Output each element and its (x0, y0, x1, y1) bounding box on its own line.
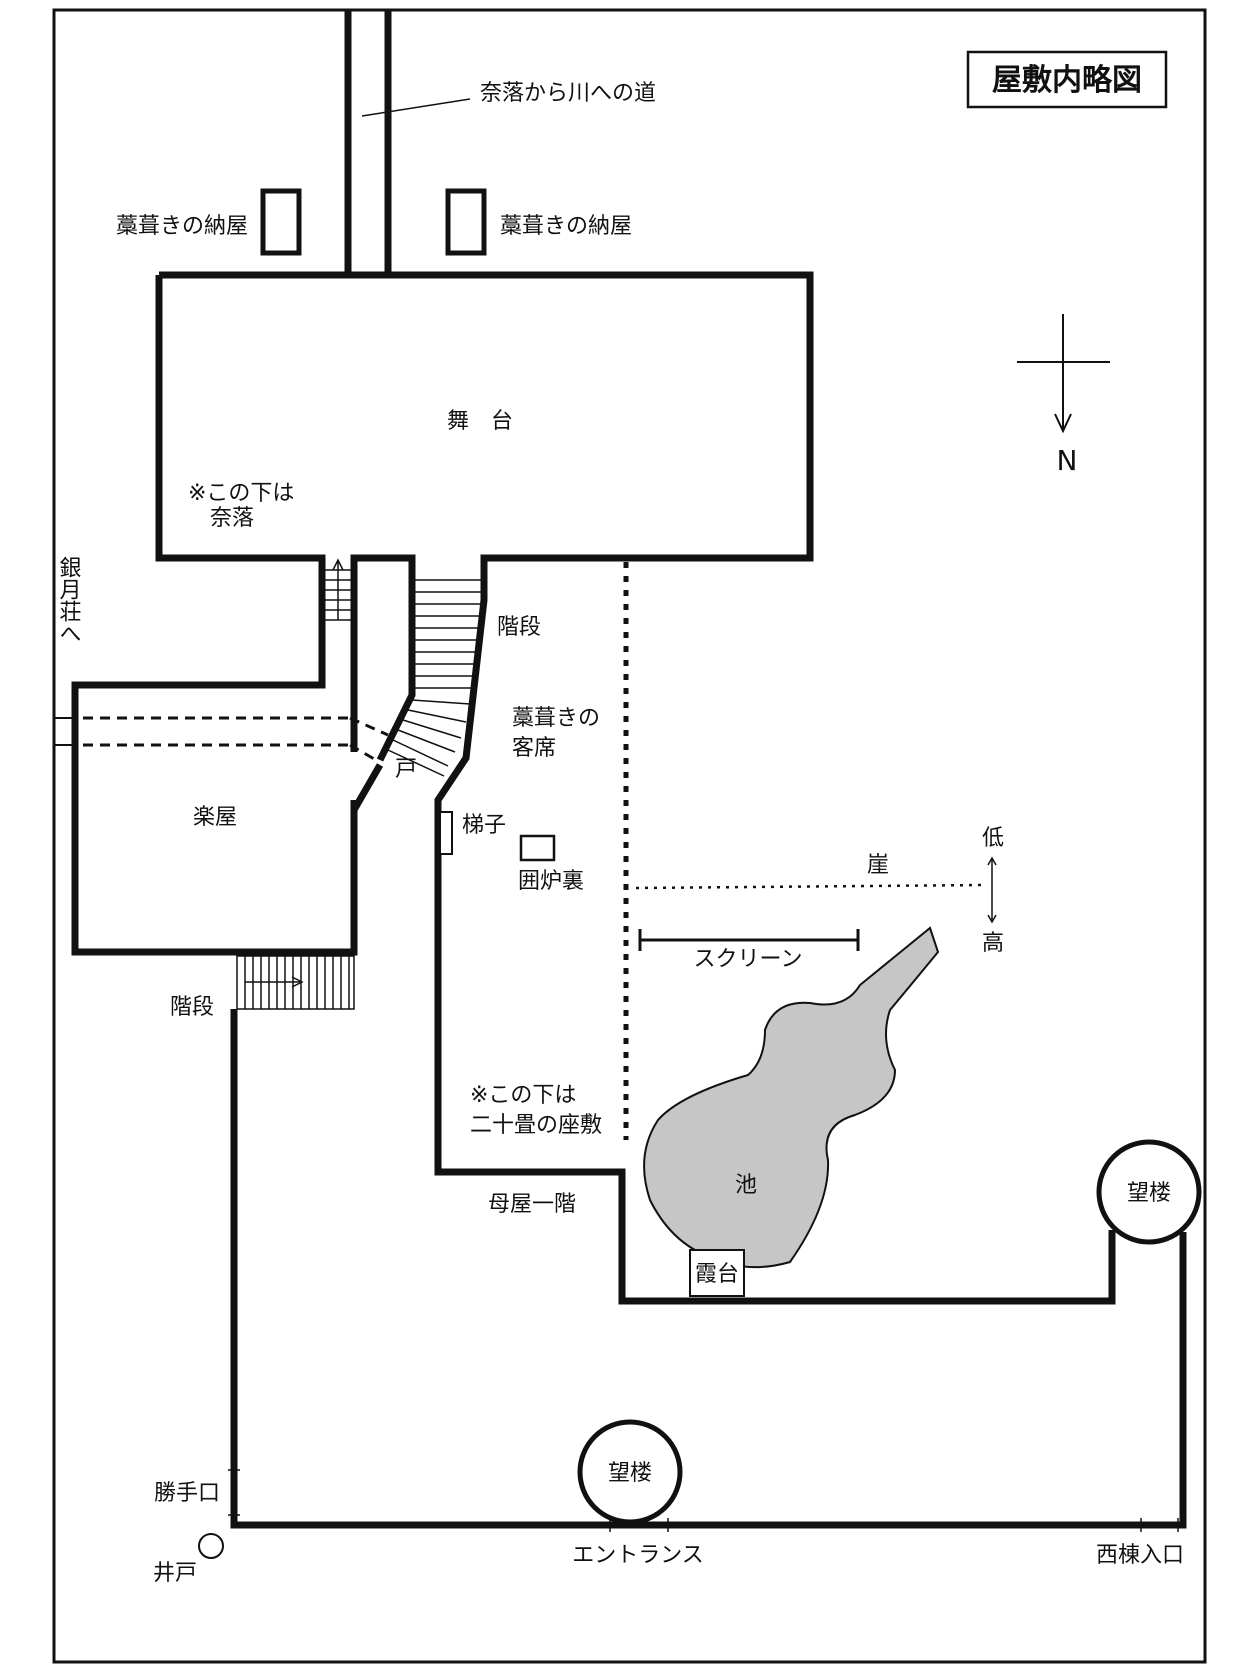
entrance-ticks (609, 1518, 1179, 1532)
stage-label: 舞 台 (447, 409, 513, 434)
map-title: 屋敷内略図 (992, 63, 1142, 98)
corridor-wall (350, 554, 416, 762)
small-stairs (324, 558, 352, 621)
compass (1017, 314, 1110, 434)
road-to-river (344, 10, 392, 275)
road-label: 奈落から川への道 (480, 81, 656, 106)
door-label: 戸 (395, 757, 417, 782)
road-leader-line (361, 98, 471, 117)
under-seats-note-1: ※この下は (470, 1083, 576, 1108)
shed-right (445, 188, 487, 256)
outer-wall-south (230, 1009, 1187, 1529)
stage-west-wall (71, 275, 358, 956)
under-stage-note-1: ※この下は (188, 481, 294, 506)
under-stage-note-2: 奈落 (210, 506, 254, 531)
west-passage-opening (54, 717, 75, 746)
greenroom-label: 楽屋 (193, 805, 237, 830)
low-label: 低 (982, 826, 1004, 851)
entrance-label: エントランス (572, 1543, 704, 1568)
kasumidai-label: 霞台 (695, 1262, 739, 1287)
to-ginge-label: 銀月荘へ (56, 556, 82, 644)
screen (638, 929, 860, 951)
seats-label-1: 藁葺きの (512, 706, 600, 731)
tower-south-label: 望楼 (608, 1461, 652, 1486)
stairs-lower-label: 階段 (170, 995, 214, 1020)
well-label: 井戸 (153, 1561, 197, 1586)
stage-outline (159, 271, 1116, 1305)
passage-dashed (83, 716, 389, 762)
stairs-main-label-1: 階段 (497, 615, 541, 640)
door-wall-lower (350, 763, 384, 812)
lower-stairs-treads (244, 956, 350, 1009)
main-house-label: 母屋一階 (488, 1192, 576, 1217)
screen-label: スクリーン (694, 947, 803, 972)
hearth-label: 囲炉裏 (518, 869, 584, 894)
well (198, 1533, 224, 1559)
cliff-label: 崖 (867, 853, 889, 878)
map-frame (52, 8, 1207, 1664)
under-seats-note-2: 二十畳の座敷 (470, 1113, 602, 1138)
tower-east-label: 望楼 (1127, 1181, 1171, 1206)
west-entrance-label: 西棟入口 (1096, 1543, 1184, 1568)
slope-arrow (987, 856, 997, 924)
cliff-line (635, 883, 986, 890)
kasumidai (689, 1249, 745, 1297)
compass-north: N (1057, 444, 1078, 477)
pond (643, 926, 940, 1269)
ladder (439, 811, 453, 855)
tower-east (1096, 1139, 1202, 1245)
pond-label: 池 (735, 1173, 757, 1198)
back-door-marker (228, 1469, 240, 1516)
shed-left (260, 188, 302, 256)
hearth (519, 834, 556, 862)
shed-left-label: 藁葺きの納屋 (116, 214, 248, 239)
ladder-label-1: 梯子 (462, 813, 506, 838)
seats-label-2: 客席 (512, 736, 556, 761)
title-box (966, 50, 1168, 109)
high-label: 高 (982, 931, 1004, 956)
tower-south (577, 1419, 683, 1525)
back-door-label: 勝手口 (154, 1481, 220, 1506)
main-stairs (387, 579, 482, 777)
shed-right-label: 藁葺きの納屋 (500, 214, 632, 239)
